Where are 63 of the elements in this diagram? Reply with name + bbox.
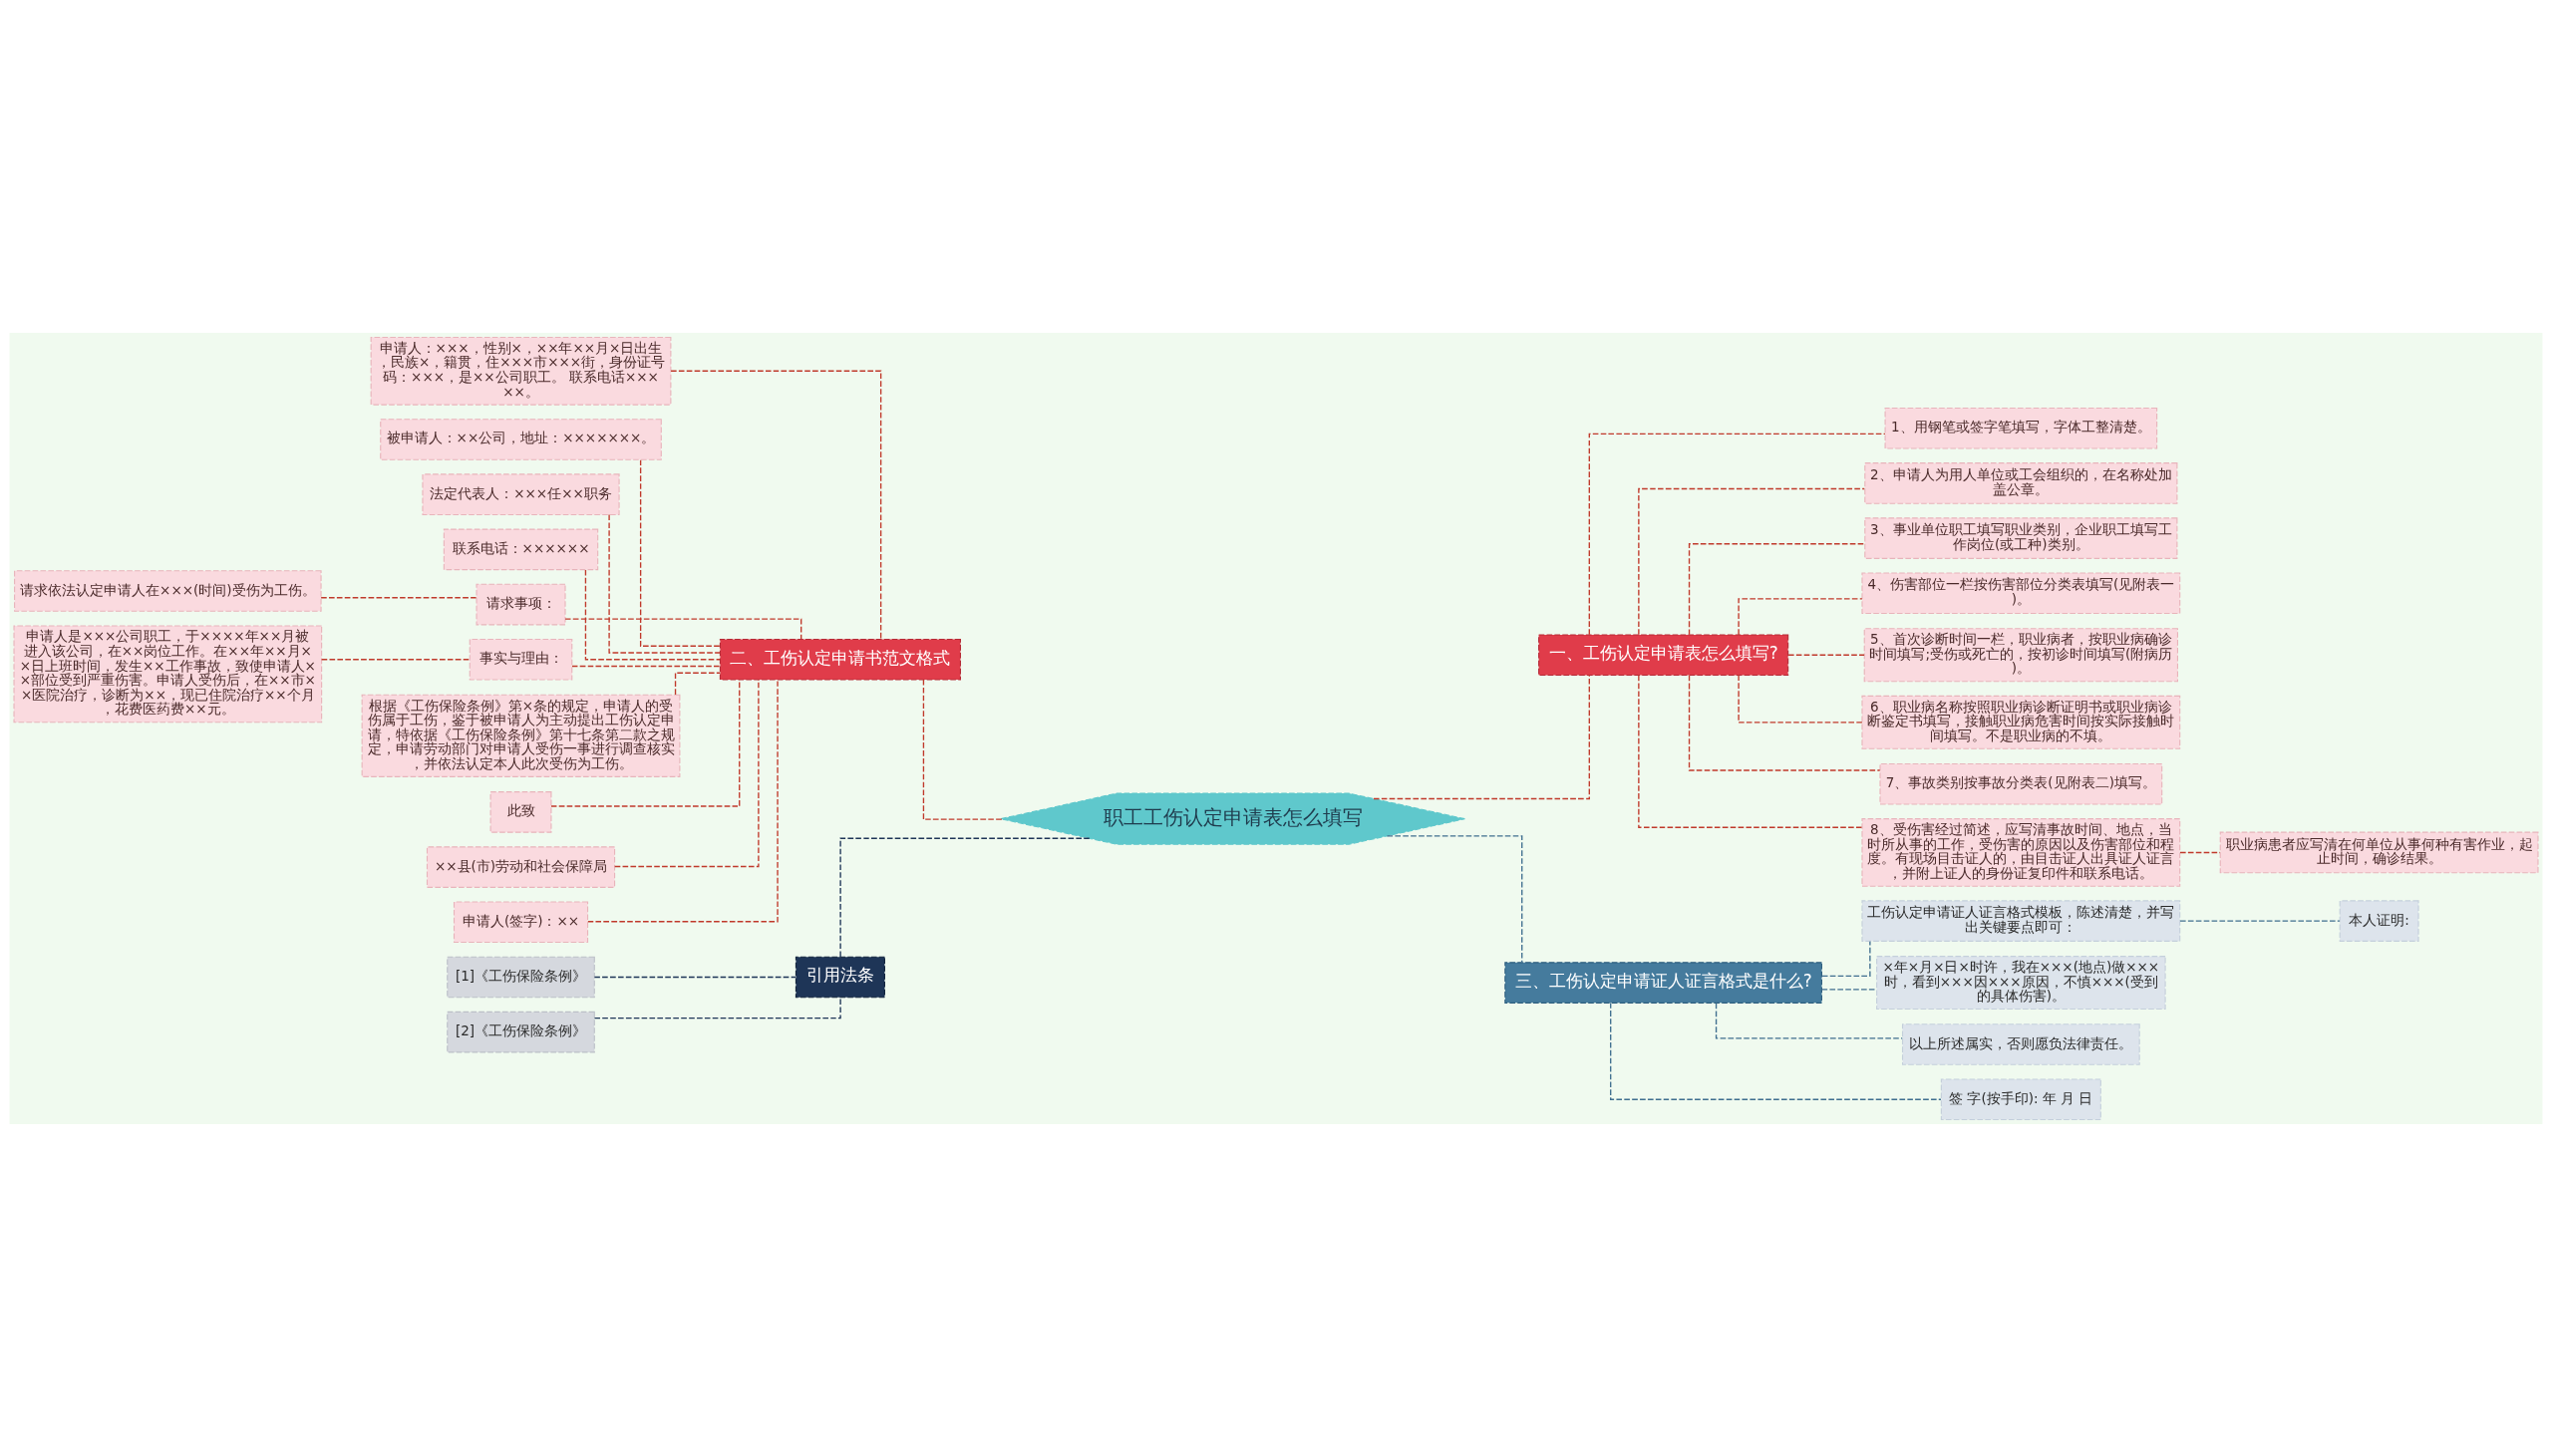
node-box: 3、事业单位职工填写职业类别，企业职工填写工作岗位(或工种)类别。 bbox=[1864, 516, 2178, 559]
node-box: 签 字(按手印): 年 月 日 bbox=[1940, 1077, 2101, 1120]
node-box: 根据《工伤保险条例》第×条的规定，申请人的受伤属于工伤，鉴于被申请人为主动提出工伤认定申请，特依据《工伤保险条例》第十七条第二款之规定，申请劳动部门对申请人受伤一事进行调查核实，并依法认定本人此次受伤为工伤。 bbox=[361, 694, 681, 777]
node-box: 请求依法认定申请人在×××(时间)受伤为工伤。 bbox=[14, 569, 322, 612]
node-box: 三、工伤认定申请证人证言格式是什么? bbox=[1504, 961, 1822, 1004]
connector bbox=[1588, 433, 1886, 635]
node-box: 工伤认定申请证人证言格式模板，陈述清楚，并写出关键要点即可： bbox=[1861, 899, 2181, 942]
connector bbox=[1688, 542, 1866, 635]
connector bbox=[593, 996, 841, 1019]
connector bbox=[320, 658, 471, 660]
connector bbox=[1738, 674, 1863, 723]
connector bbox=[1386, 834, 1523, 963]
node-box: 联系电话：×××××× bbox=[443, 528, 599, 570]
connector bbox=[587, 679, 779, 922]
node-box: ××县(市)劳动和社会保障局 bbox=[426, 845, 616, 888]
connector bbox=[2179, 919, 2341, 922]
node-box: 被申请人：××公司，地址：×××××××。 bbox=[380, 418, 662, 460]
node-box: 一、工伤认定申请表怎么填写? bbox=[1538, 633, 1789, 676]
node-box: 二、工伤认定申请书范文格式 bbox=[719, 638, 961, 681]
node-box: 申请人：×××，性别×，××年××月×日出生，民族×，籍贯，住×××市×××街，身份证号码：×××，是××公司职工。 联系电话×××××。 bbox=[370, 336, 672, 406]
node-box: 申请人是×××公司职工，于××××年××月被进入该公司，在××岗位工作。在××年××月××日上班时间，发生××工作事故，致使申请人××部位受到严重伤害。申请人受伤后，在××市××医院治疗，诊断为××，现已住院治疗××个月，花费医药费××元。 bbox=[13, 624, 323, 723]
connector bbox=[564, 618, 802, 640]
connector bbox=[674, 672, 721, 696]
node-box: 1、用钢笔或签字笔填写，字体工整清楚。 bbox=[1884, 407, 2158, 449]
connector bbox=[2179, 851, 2221, 853]
connector bbox=[571, 665, 722, 667]
connector bbox=[1821, 940, 1871, 977]
node-box: ×年×月×日×时许，我在×××(地点)做×××时，看到×××因×××原因，不慎×××(受到的具体伤害)。 bbox=[1876, 955, 2166, 1010]
connector bbox=[1715, 1002, 1903, 1038]
connector bbox=[584, 568, 721, 660]
connector bbox=[608, 513, 721, 654]
connector bbox=[320, 596, 478, 598]
node-box: 2、申请人为用人单位或工会组织的，在名称处加盖公章。 bbox=[1864, 461, 2178, 504]
node-box: 本人证明: bbox=[2339, 899, 2419, 942]
node-box: 5、首次诊断时间一栏，职业病者，按职业病确诊时间填写;受伤或死亡的，按初诊时间填写(附病历)。 bbox=[1863, 627, 2179, 682]
node-box: 职业病患者应写清在何单位从事何种有害作业，起止时间，确诊结果。 bbox=[2219, 831, 2539, 873]
connector bbox=[1638, 674, 1863, 828]
connector bbox=[614, 678, 760, 867]
node-box: 此致 bbox=[489, 790, 552, 833]
connector bbox=[670, 370, 882, 640]
node-box: 8、受伤害经过简述，应写清事故时间、地点，当时所从事的工作，受伤害的原因以及伤害部位和程度。有现场目击证人的，由目击证人出具证人证言，并附上证人的身份证复印件和联系电话。 bbox=[1861, 817, 2181, 887]
connector bbox=[593, 976, 797, 978]
connector bbox=[639, 458, 722, 647]
node-box: [2]《工伤保险条例》 bbox=[447, 1011, 595, 1052]
connector bbox=[1787, 654, 1865, 656]
connector bbox=[1610, 1002, 1942, 1100]
node-box: 6、职业病名称按照职业病诊断证明书或职业病诊断鉴定书填写，接触职业病危害时间按实际接触时间填写。不是职业病的不填。 bbox=[1861, 695, 2181, 749]
connector bbox=[839, 837, 1091, 958]
connector bbox=[1638, 487, 1865, 635]
node-box: 4、伤害部位一栏按伤害部位分类表填写(见附表一)。 bbox=[1861, 571, 2181, 614]
connector bbox=[1738, 597, 1863, 636]
node-box: 法定代表人：×××任××职务 bbox=[422, 472, 620, 515]
connector bbox=[1688, 674, 1881, 771]
node-box: 事实与理由： bbox=[469, 638, 573, 681]
connector bbox=[1820, 988, 1877, 991]
node-box: 引用法条 bbox=[795, 956, 885, 998]
connector bbox=[922, 678, 1004, 820]
node-box: 以上所述属实，否则愿负法律责任。 bbox=[1901, 1022, 2140, 1065]
node-box: 7、事故类别按事故分类表(见附表二)填写。 bbox=[1879, 762, 2163, 805]
node-box: [1]《工伤保险条例》 bbox=[447, 956, 595, 998]
node-box: 申请人(签字)：×× bbox=[453, 900, 589, 943]
node-box: 请求事项： bbox=[476, 583, 566, 625]
connector bbox=[1373, 674, 1590, 799]
